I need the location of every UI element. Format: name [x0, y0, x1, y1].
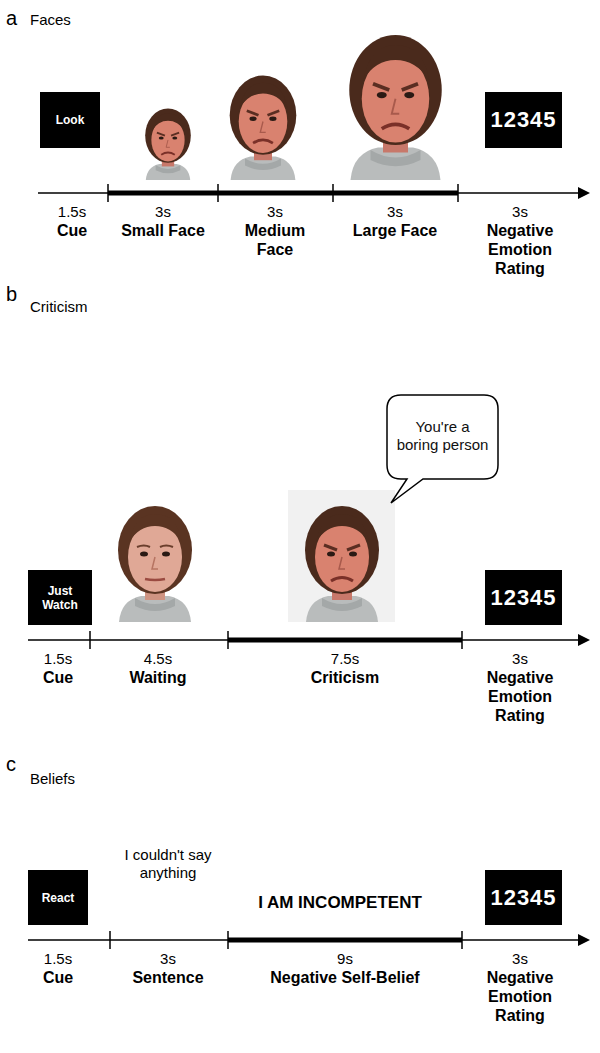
box-text: 12345 [490, 107, 556, 133]
box-text: 12345 [490, 585, 556, 611]
panel-title: Beliefs [30, 770, 150, 788]
box-text: React [42, 891, 75, 905]
box-text: Look [56, 113, 85, 127]
duration: 3s [490, 950, 550, 968]
phase-name: Negative Self-Belief [245, 968, 445, 987]
phase-name: Negative Emotion Rating [478, 968, 562, 1026]
phase-name: Cue [28, 668, 88, 687]
duration: 1.5s [42, 203, 102, 221]
duration: 3s [133, 203, 193, 221]
speech-text: You're a boring person [393, 418, 492, 454]
cue-box: Look [40, 92, 100, 148]
phase-name: Large Face [350, 221, 440, 240]
panel-title: Faces [30, 11, 150, 29]
duration: 3s [490, 650, 550, 668]
panel-letter: c [6, 752, 30, 776]
panel-letter: b [6, 282, 30, 306]
box-text: Just Watch [31, 584, 89, 612]
duration: 9s [315, 950, 375, 968]
cue-box: Just Watch [28, 570, 92, 625]
rating-box: 12345 [485, 92, 562, 148]
cue-box: React [28, 870, 88, 925]
self-belief-text: I AM INCOMPETENT [225, 893, 455, 913]
phase-name: Negative Emotion Rating [478, 668, 562, 726]
duration: 4.5s [128, 650, 188, 668]
duration: 3s [365, 203, 425, 221]
sentence-text: I couldn't say anything [122, 846, 214, 882]
panel-letter: a [6, 6, 30, 30]
phase-name: Criticism [290, 668, 400, 687]
duration: 3s [490, 203, 550, 221]
duration: 1.5s [28, 950, 88, 968]
duration: 1.5s [28, 650, 88, 668]
phase-name: Cue [28, 968, 88, 987]
duration: 7.5s [315, 650, 375, 668]
phase-name: Waiting [108, 668, 208, 687]
rating-box: 12345 [485, 870, 562, 925]
box-text: 12345 [490, 885, 556, 911]
phase-name: Sentence [118, 968, 218, 987]
phase-name: Cue [42, 221, 102, 240]
phase-name: Small Face [118, 221, 208, 240]
speech-bubble: You're a boring person [385, 393, 500, 505]
duration: 3s [138, 950, 198, 968]
duration: 3s [245, 203, 305, 221]
rating-box: 12345 [485, 570, 562, 625]
panel-title: Criticism [30, 298, 150, 316]
phase-name: Negative Emotion Rating [478, 221, 562, 279]
phase-name: Medium Face [230, 221, 320, 259]
